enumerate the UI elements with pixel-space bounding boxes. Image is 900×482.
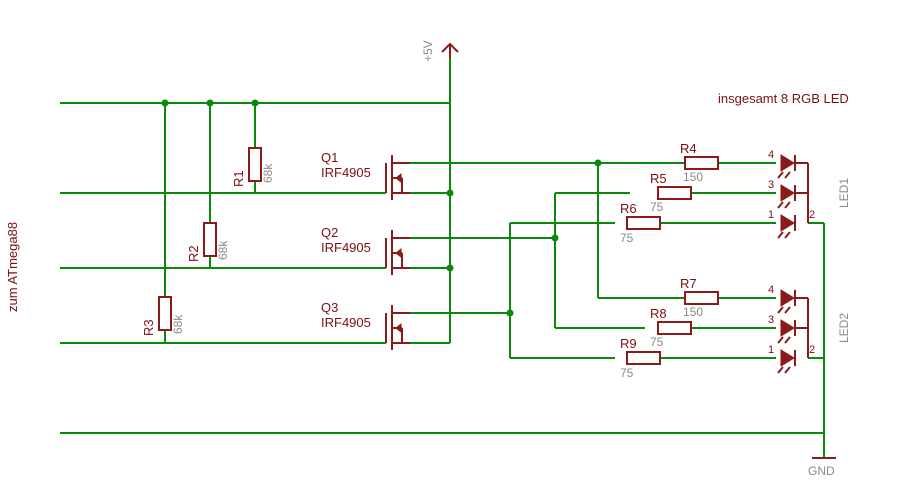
led2-pin-2: 2 — [809, 344, 815, 356]
resistor-r8-value: 75 — [650, 335, 664, 349]
led2-diode-1 — [777, 289, 796, 314]
resistor-r1-value: 68k — [261, 163, 275, 183]
led1-pin-1: 1 — [768, 209, 774, 221]
resistor-r2: R2 68k — [186, 222, 230, 262]
resistor-r6-name: R6 — [620, 201, 637, 216]
resistor-r6-value: 75 — [620, 231, 634, 245]
resistor-r2-name: R2 — [186, 245, 201, 262]
resistor-r4: R4 150 — [680, 141, 719, 184]
supply-symbol: +5V — [421, 40, 459, 62]
mosfet-q3-type: IRF4905 — [321, 315, 371, 330]
mosfet-q1-name: Q1 — [321, 150, 338, 165]
led1-pin-2: 2 — [809, 209, 815, 221]
resistor-r5-name: R5 — [650, 171, 667, 186]
resistor-r8: R8 75 — [650, 306, 692, 349]
led2-pin-4: 4 — [768, 284, 774, 296]
resistor-r5-value: 75 — [650, 200, 664, 214]
mosfet-q3-name: Q3 — [321, 300, 338, 315]
led-count-note: insgesamt 8 RGB LED — [718, 91, 849, 106]
led2-pin-1: 1 — [768, 344, 774, 356]
mosfet-q2-type: IRF4905 — [321, 240, 371, 255]
resistor-r9-name: R9 — [620, 336, 637, 351]
resistor-r8-name: R8 — [650, 306, 667, 321]
resistor-r9: R9 75 — [620, 336, 661, 380]
resistor-r9-value: 75 — [620, 366, 634, 380]
junctions — [161, 99, 602, 317]
led1-pin-3: 3 — [768, 179, 774, 191]
mosfet-q1-type: IRF4905 — [321, 165, 371, 180]
resistor-r7-value: 150 — [683, 305, 703, 319]
ground-symbol: GND — [808, 457, 836, 478]
mosfet-q2: Q2 IRF4905 — [321, 225, 410, 275]
wires — [60, 55, 825, 458]
resistor-r7: R7 150 — [680, 276, 719, 319]
led1-pin-4: 4 — [768, 149, 774, 161]
mcu-label: zum ATmega88 — [5, 222, 20, 312]
led2-pin-3: 3 — [768, 314, 774, 326]
led2-label: LED2 — [837, 313, 851, 343]
resistor-r5: R5 75 — [650, 171, 692, 214]
led1-diode-1 — [777, 154, 796, 179]
resistor-r7-name: R7 — [680, 276, 697, 291]
resistor-r6: R6 75 — [620, 201, 661, 245]
resistor-r2-value: 68k — [216, 240, 230, 260]
resistor-r1: R1 68k — [231, 147, 275, 187]
resistor-r3: R3 68k — [141, 296, 185, 336]
led1: 4 3 1 2 LED1 — [768, 149, 851, 239]
mosfet-q2-name: Q2 — [321, 225, 338, 240]
resistor-r1-name: R1 — [231, 170, 246, 187]
led1-diode-3 — [777, 214, 796, 239]
led2: 4 3 1 2 LED2 — [768, 284, 851, 374]
mosfet-q1: Q1 IRF4905 — [321, 150, 410, 200]
ground-label: GND — [808, 464, 835, 478]
resistor-r3-value: 68k — [171, 314, 185, 334]
led2-diode-3 — [777, 349, 796, 374]
resistor-r4-value: 150 — [683, 170, 703, 184]
mosfet-q3: Q3 IRF4905 — [321, 300, 410, 350]
resistor-r3-name: R3 — [141, 319, 156, 336]
led1-label: LED1 — [837, 178, 851, 208]
resistor-r4-name: R4 — [680, 141, 697, 156]
led1-diode-2 — [777, 184, 796, 209]
led2-diode-2 — [777, 319, 796, 344]
supply-label: +5V — [421, 40, 435, 62]
